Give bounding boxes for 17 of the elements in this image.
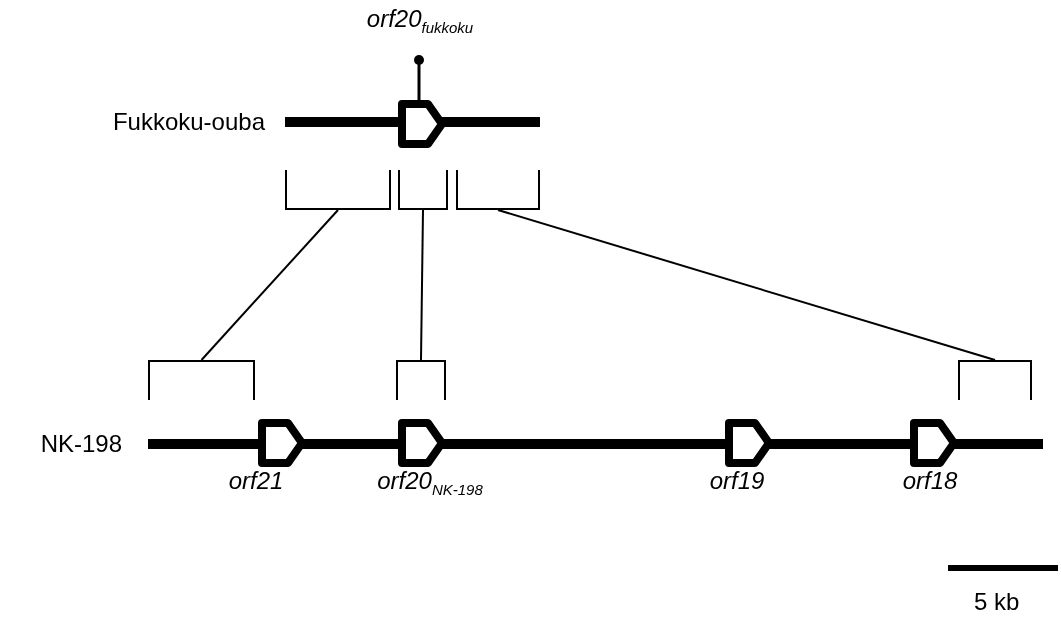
connector-line [420, 209, 424, 361]
strain-label: Fukkoku-ouba [112, 108, 265, 136]
gene-label: orf20$_{fukkoku}$ [366, 5, 474, 36]
bracket [398, 170, 448, 210]
bracket [456, 170, 540, 210]
connector-line [200, 209, 339, 361]
strain-label: NK-198 [40, 430, 122, 458]
gene-label: orf21 [228, 467, 284, 495]
gene-label: orf20$_{NK-198}$ [377, 467, 483, 498]
bracket [396, 360, 446, 400]
gene-label: orf18 [902, 467, 958, 495]
connector-line [497, 209, 996, 361]
bracket [148, 360, 255, 400]
bracket [958, 360, 1032, 400]
gene-label: orf19 [709, 467, 765, 495]
bracket [285, 170, 391, 210]
scale-label: 5 kb [974, 588, 1020, 616]
